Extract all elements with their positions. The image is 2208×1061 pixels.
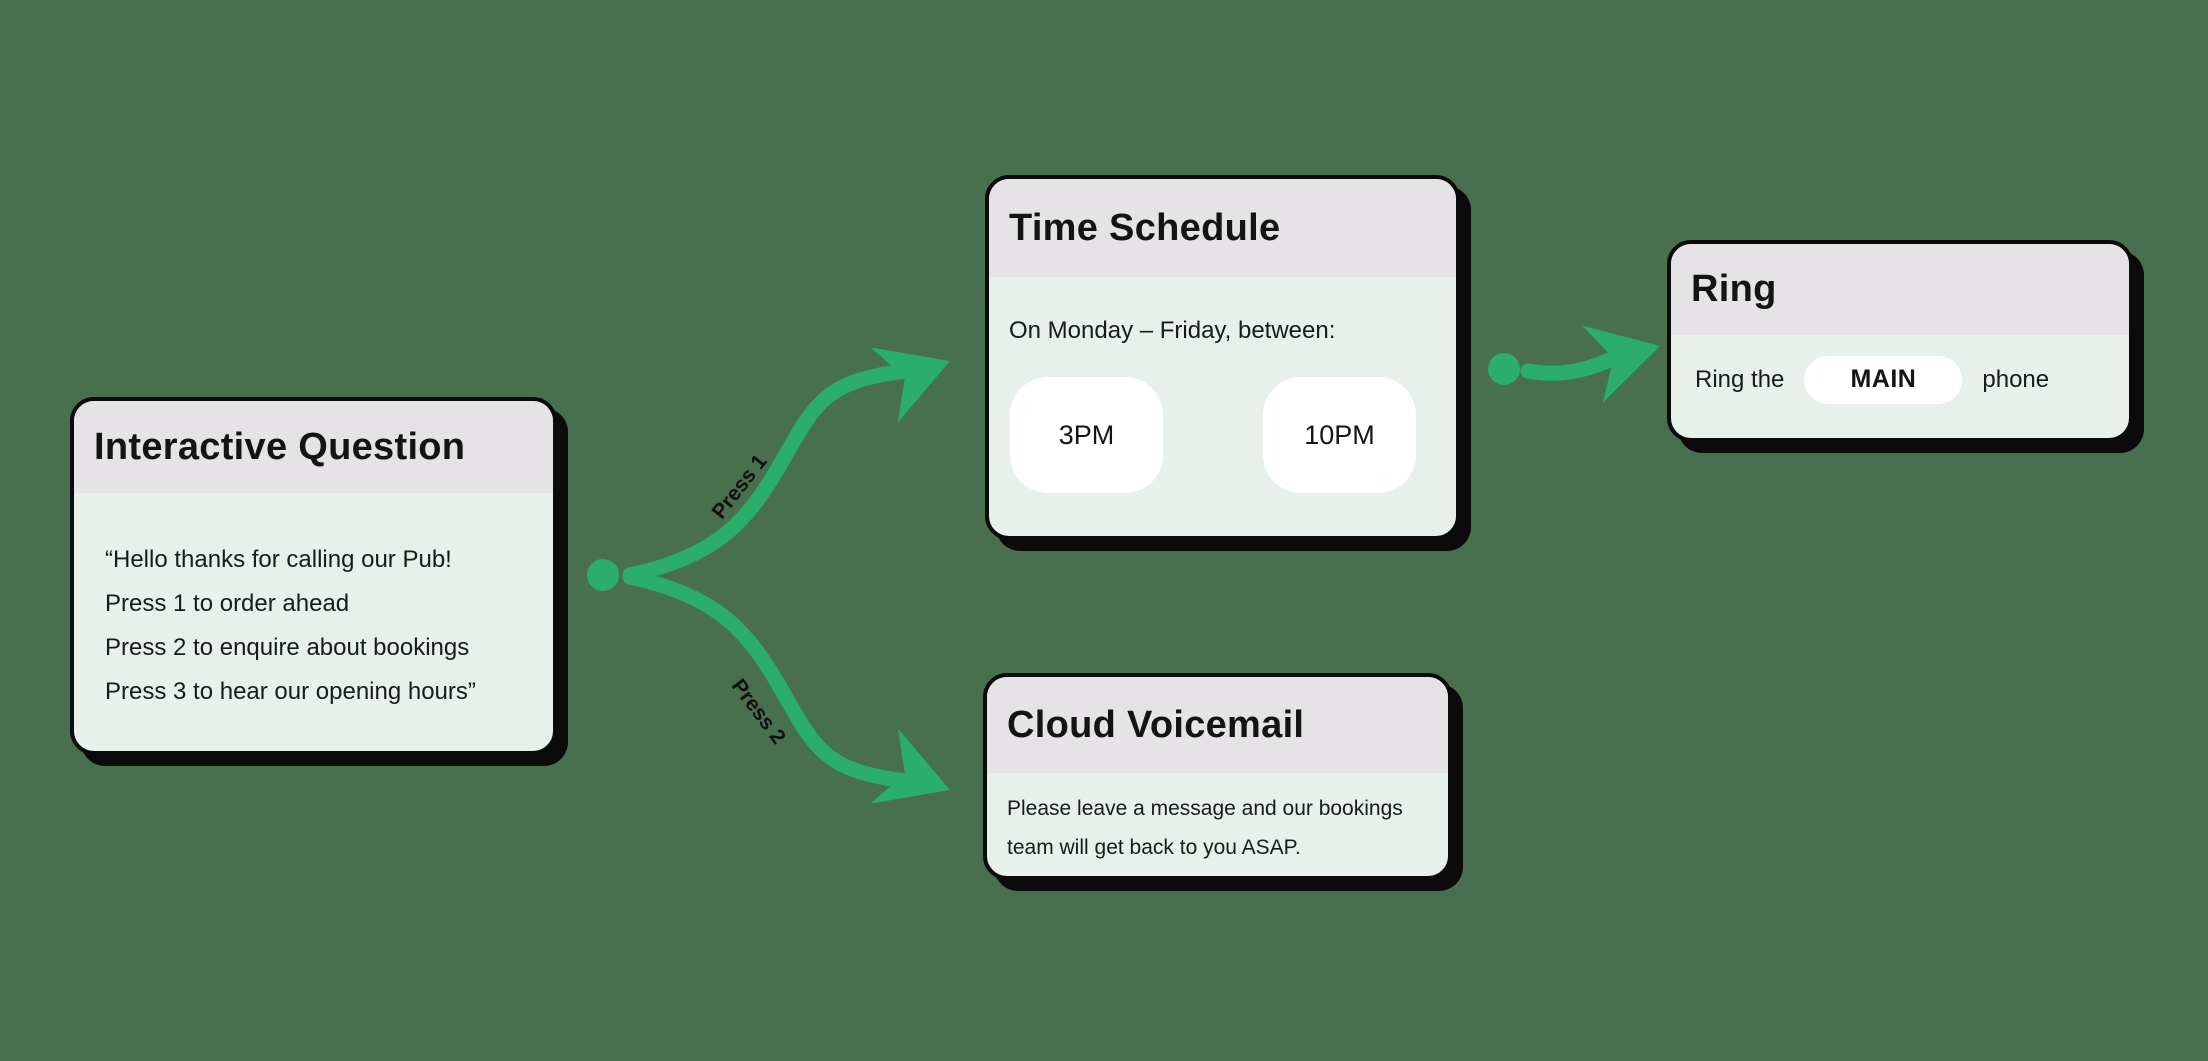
greeting-line: “Hello thanks for calling our Pub! xyxy=(105,546,452,573)
node-header: Time Schedule xyxy=(989,179,1456,277)
menu-option-line: Press 2 to enquire about bookings xyxy=(105,634,470,661)
press-2-edge-label: Press 2 xyxy=(726,674,791,749)
press-1-edge-line xyxy=(622,363,914,583)
interactive-question-connector-dot[interactable] xyxy=(587,559,619,591)
node-title: Time Schedule xyxy=(1009,206,1281,249)
ring-text-before: Ring the xyxy=(1695,365,1785,393)
node-body: Please leave a message and our bookings … xyxy=(987,773,1448,867)
schedule-subtitle: On Monday – Friday, between: xyxy=(1009,317,1336,344)
ring-target-pill[interactable]: MAIN xyxy=(1804,355,1963,404)
press-1-edge-label: Press 1 xyxy=(707,450,772,524)
ring-text-after: phone xyxy=(1982,365,2050,393)
node-body: On Monday – Friday, between: 3PM 10PM xyxy=(989,277,1456,536)
node-title: Ring xyxy=(1691,268,1777,310)
schedule-to-ring-edge-line xyxy=(1520,351,1620,381)
menu-option-line: Press 3 to hear our opening hours” xyxy=(105,678,476,705)
node-header: Interactive Question xyxy=(74,401,553,493)
node-ring[interactable]: Ring Ring the MAIN phone xyxy=(1667,240,2133,442)
press-2-edge-line xyxy=(622,569,914,789)
menu-option-line: Press 1 to order ahead xyxy=(105,590,350,617)
press-2-arrowhead-icon xyxy=(870,728,950,804)
node-time-schedule[interactable]: Time Schedule On Monday – Friday, betwee… xyxy=(985,175,1460,540)
node-body: Ring the MAIN phone xyxy=(1671,335,2129,438)
schedule-to-ring-arrowhead-icon xyxy=(1582,325,1660,403)
node-header: Cloud Voicemail xyxy=(987,677,1448,773)
node-cloud-voicemail[interactable]: Cloud Voicemail Please leave a message a… xyxy=(983,673,1452,880)
voicemail-message-line: team will get back to you ASAP. xyxy=(1007,836,1301,859)
time-end-pill[interactable]: 10PM xyxy=(1263,377,1416,493)
time-start-pill[interactable]: 3PM xyxy=(1010,377,1163,493)
press-1-arrowhead-icon xyxy=(870,347,950,423)
node-header: Ring xyxy=(1671,244,2129,335)
voicemail-message-line: Please leave a message and our bookings xyxy=(1007,797,1403,820)
node-title: Interactive Question xyxy=(94,425,466,468)
node-body: “Hello thanks for calling our Pub! Press… xyxy=(74,493,553,714)
time-schedule-connector-dot[interactable] xyxy=(1488,353,1520,385)
node-interactive-question[interactable]: Interactive Question “Hello thanks for c… xyxy=(70,397,557,755)
node-title: Cloud Voicemail xyxy=(1007,703,1305,746)
